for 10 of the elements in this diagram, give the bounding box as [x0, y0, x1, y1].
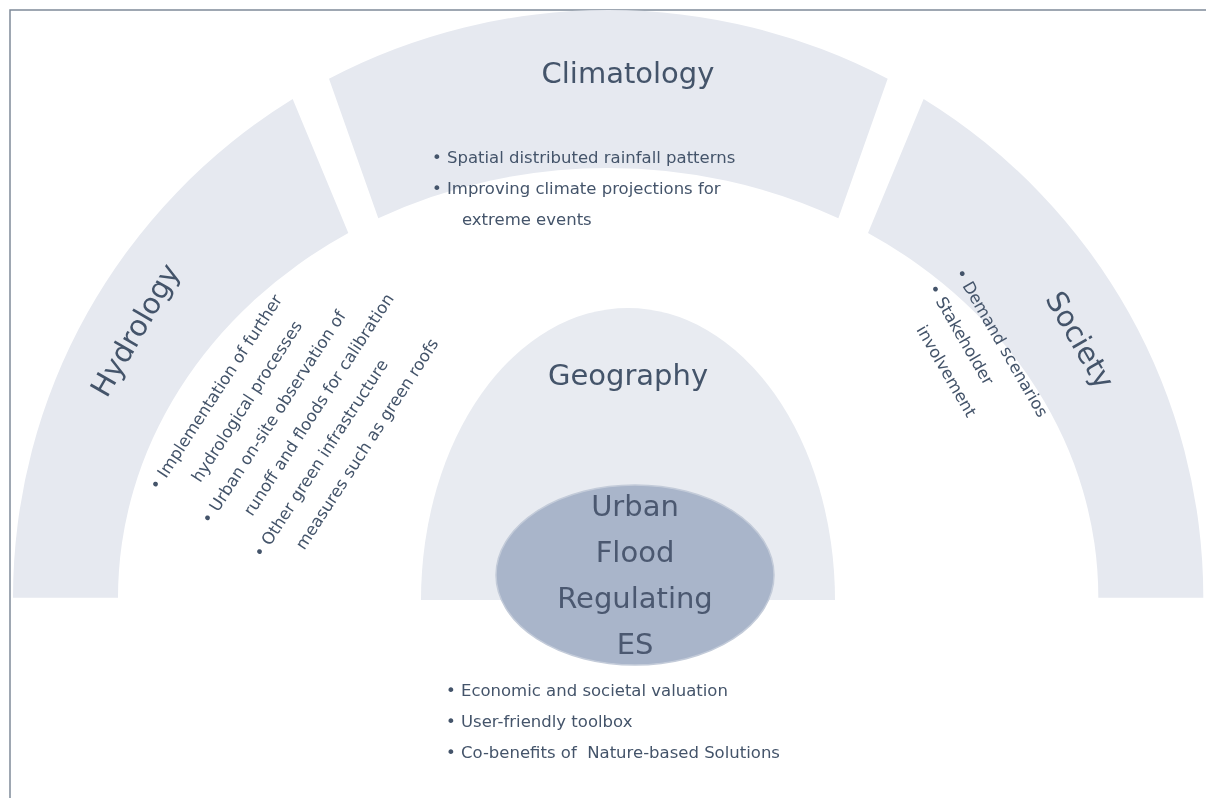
bullet-text: • User-friendly toolbox	[446, 711, 634, 733]
bullet-text: • Improving climate projections for extreme events	[432, 178, 722, 231]
arc-segment	[867, 99, 1203, 598]
ellipse-shape	[495, 484, 775, 666]
bullet-text: • Co-benefits of Nature-based Solutions	[446, 742, 781, 764]
node-title: Urban Flood Regulating ES	[557, 488, 713, 663]
bullet-text: • Economic and societal valuation	[446, 680, 729, 702]
node-title: Climatology	[541, 56, 715, 90]
bullet-text: • Spatial distributed rainfall patterns	[432, 147, 737, 169]
node-title: Geography	[547, 358, 709, 392]
